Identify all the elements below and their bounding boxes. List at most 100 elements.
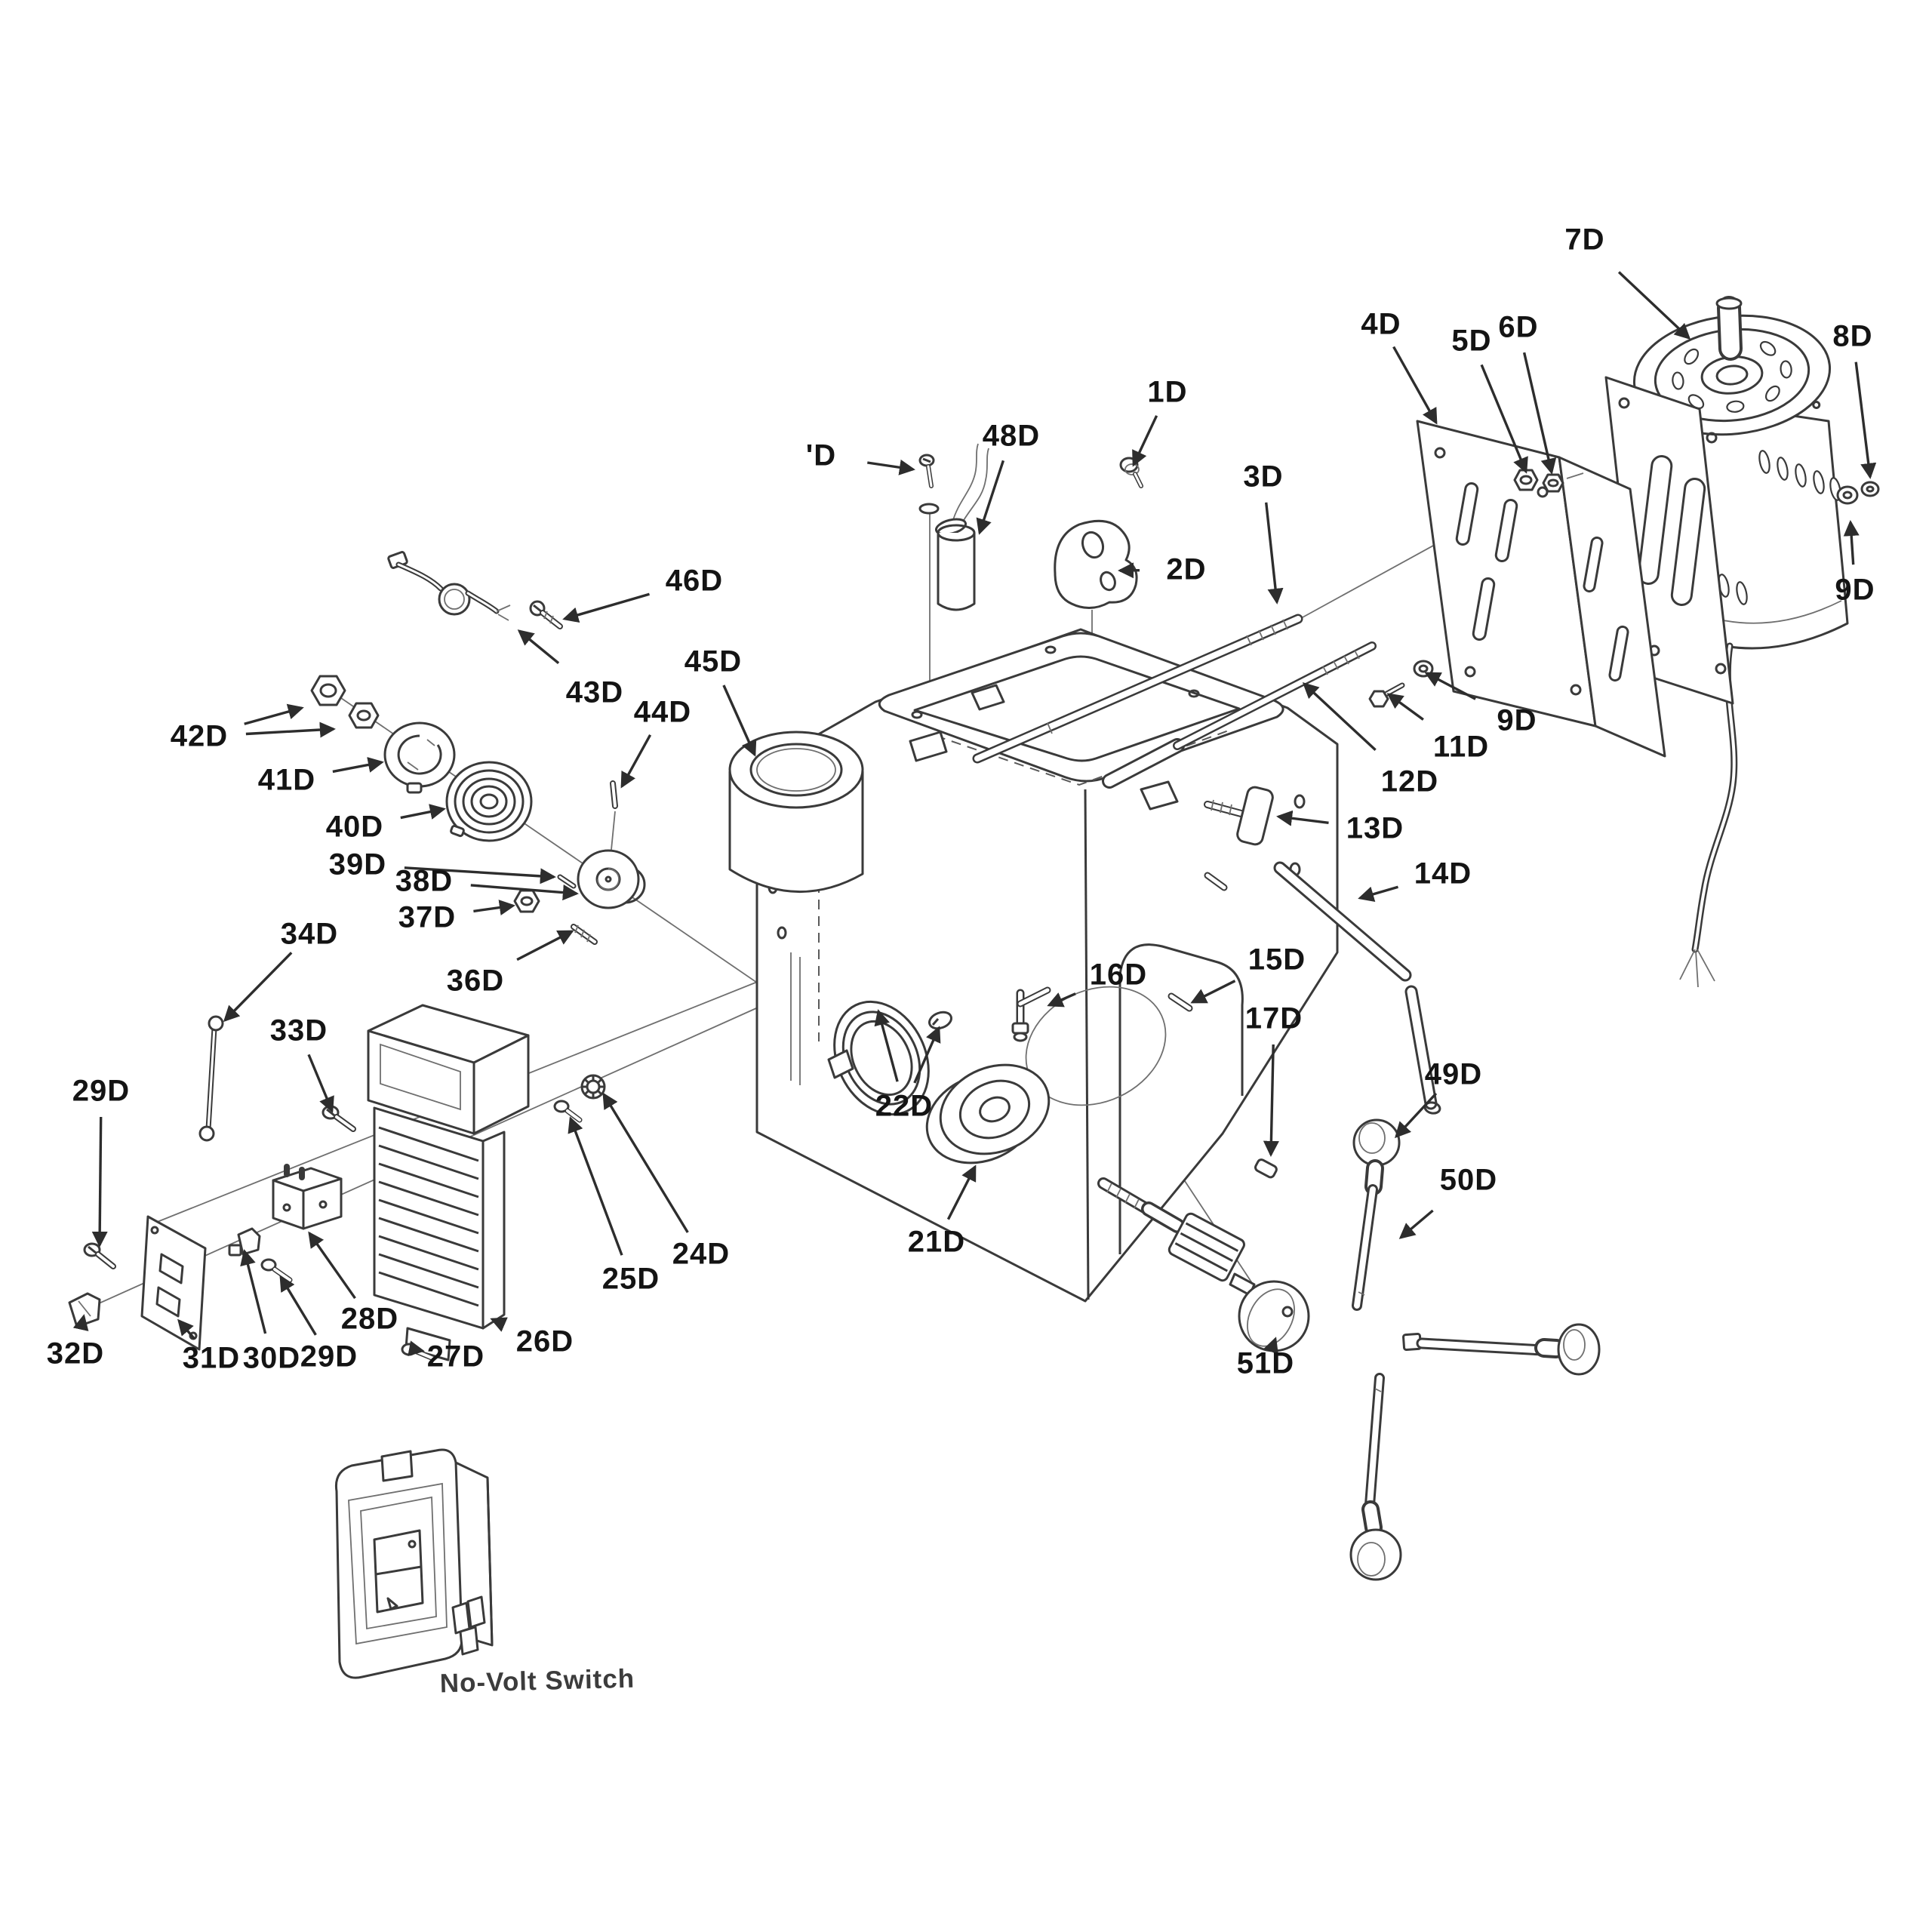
part-label-2d: 2D bbox=[1166, 552, 1207, 586]
part-label-43d: 43D bbox=[565, 675, 624, 709]
leader-arrow-6d bbox=[1522, 352, 1557, 475]
leader-arrow-15d bbox=[1190, 980, 1236, 1004]
switch-plate-31d bbox=[140, 1215, 207, 1351]
leader-arrow-11d bbox=[1386, 693, 1424, 721]
leader-arrow-22d bbox=[874, 1009, 899, 1082]
part-label-31d: 31D bbox=[182, 1341, 241, 1375]
leader-arrow-51d bbox=[1263, 1337, 1278, 1355]
leader-arrow-8d bbox=[1854, 361, 1877, 479]
bearing-cup bbox=[925, 1063, 1051, 1164]
part-label-34d: 34D bbox=[280, 917, 339, 951]
leader-arrow-17d bbox=[1263, 1044, 1279, 1157]
leader-arrow-49d bbox=[1394, 1092, 1438, 1139]
part-label-6d: 6D bbox=[1498, 310, 1539, 344]
part-label-28d: 28D bbox=[340, 1302, 399, 1336]
retaining-clip bbox=[928, 1011, 953, 1030]
leader-arrow-28d bbox=[308, 1231, 356, 1300]
part-label-1d: 1D bbox=[1147, 375, 1188, 409]
spindle-shaft bbox=[1097, 1177, 1310, 1352]
hex-nut-37d bbox=[513, 889, 540, 913]
leader-arrow-9d bbox=[1424, 672, 1476, 700]
part-label-14d: 14D bbox=[1414, 857, 1472, 891]
part-label-22d: 22D bbox=[875, 1089, 934, 1123]
leader-arrow-32d bbox=[72, 1314, 89, 1331]
part-label-46d: 46D bbox=[665, 564, 724, 598]
screw-29d-lower bbox=[260, 1258, 293, 1283]
leader-arrow-31d bbox=[177, 1318, 196, 1340]
link-rod-34d bbox=[198, 1015, 224, 1142]
tension-rod bbox=[972, 614, 1303, 764]
part-label-48d: 48D bbox=[982, 419, 1041, 453]
motor-cable bbox=[1679, 642, 1738, 988]
pin-44d bbox=[610, 780, 618, 851]
part-label-8d: 8D bbox=[1832, 319, 1873, 353]
clip-32d bbox=[68, 1292, 101, 1328]
part-label-9d: 9D bbox=[1835, 573, 1875, 607]
key-pin-39d bbox=[557, 874, 577, 889]
quill-boss bbox=[728, 731, 864, 893]
part-label-5d: 5D bbox=[1451, 324, 1492, 358]
leader-arrows bbox=[72, 271, 1877, 1357]
part-label-49d: 49D bbox=[1424, 1057, 1483, 1091]
part-label-12d: 12D bbox=[1380, 764, 1439, 798]
leader-arrow-34d bbox=[223, 952, 293, 1023]
hex-bolt bbox=[1368, 682, 1405, 708]
leader-arrow-7d bbox=[1617, 271, 1691, 340]
lock-nuts-42d bbox=[310, 675, 380, 729]
no-volt-switch bbox=[334, 1448, 494, 1679]
hex-nuts bbox=[1513, 469, 1584, 493]
elbow-fitting bbox=[1011, 986, 1051, 1042]
leader-arrow-29d bbox=[279, 1275, 317, 1336]
leader-arrow-40d bbox=[400, 804, 446, 820]
leader-arrow-4d bbox=[1392, 346, 1438, 425]
micro-switch-28d bbox=[272, 1164, 343, 1230]
leader-arrow-1d bbox=[1132, 415, 1158, 467]
washers bbox=[1413, 481, 1880, 678]
threaded-stud-36d bbox=[571, 924, 598, 945]
leader-arrow-9d bbox=[1843, 520, 1860, 565]
caption-no-volt-switch: No-Volt Switch bbox=[439, 1663, 635, 1699]
cam-ring-41d bbox=[383, 721, 456, 794]
wedge-key bbox=[1254, 1158, 1278, 1179]
part-label-29d: 29D bbox=[300, 1340, 358, 1374]
crank-handle bbox=[1273, 861, 1441, 1115]
handle-lower bbox=[1349, 1373, 1402, 1581]
leader-arrow-29d bbox=[91, 1116, 108, 1247]
leader-arrow-45d bbox=[722, 685, 757, 757]
leader-arrow-5d bbox=[1480, 364, 1528, 474]
louvered-cover-26d bbox=[367, 1004, 530, 1361]
part-label-41d: 41D bbox=[257, 763, 316, 797]
part-label-33d: 33D bbox=[269, 1014, 328, 1048]
part-label-50d: 50D bbox=[1439, 1163, 1498, 1197]
leader-arrow-38d bbox=[470, 884, 579, 901]
part-label-13d: 13D bbox=[1346, 811, 1404, 845]
part-label-15d: 15D bbox=[1247, 943, 1306, 977]
part-label-7d: 7D bbox=[1564, 223, 1605, 257]
part-label-17d: 17D bbox=[1244, 1001, 1303, 1035]
leader-arrow-16d bbox=[1047, 992, 1076, 1008]
part-label-24d: 24D bbox=[672, 1237, 731, 1271]
part-label-25d: 25D bbox=[601, 1262, 660, 1296]
screw-1d bbox=[1119, 457, 1143, 488]
part-label-16d: 16D bbox=[1089, 958, 1148, 992]
leader-arrow-36d bbox=[516, 930, 574, 961]
screw-25d bbox=[553, 1100, 583, 1123]
part-label-44d: 44D bbox=[633, 695, 692, 729]
capacitor bbox=[918, 443, 989, 611]
handle-horizontal bbox=[1402, 1323, 1601, 1376]
dowel-pins bbox=[1168, 872, 1228, 1012]
leader-arrow-22d bbox=[913, 1026, 941, 1084]
leader-arrow-33d bbox=[307, 1054, 334, 1113]
leader-arrow-42d bbox=[245, 721, 336, 738]
part-label-26d: 26D bbox=[515, 1324, 574, 1358]
leader-arrow-43d bbox=[517, 629, 560, 665]
part-label-39d: 39D bbox=[328, 848, 387, 881]
part-label-40d: 40D bbox=[325, 810, 384, 844]
thumb-screw bbox=[1204, 786, 1274, 846]
leader-arrow-37d bbox=[473, 900, 515, 915]
part-label-3d: 3D bbox=[1243, 460, 1284, 494]
screw-46d bbox=[529, 600, 563, 629]
leader-arrow-30d bbox=[240, 1249, 267, 1334]
leader-arrow-39d bbox=[404, 866, 556, 884]
star-washer-24d bbox=[580, 1074, 606, 1100]
